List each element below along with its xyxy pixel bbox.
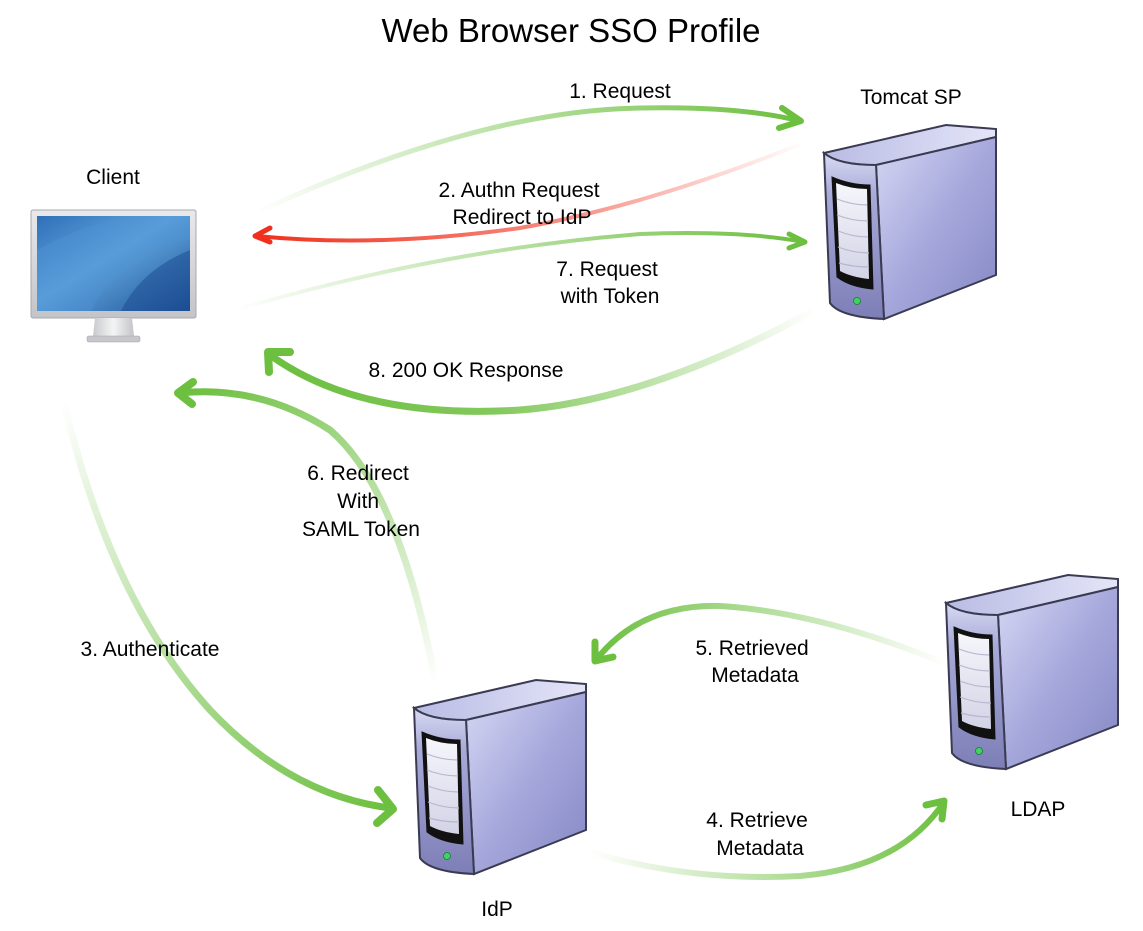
arrow-step-3	[60, 398, 397, 827]
step-label-line: 5. Retrieved	[695, 637, 808, 660]
arrow-step-4	[587, 797, 948, 880]
node-idp: IdP	[413, 679, 587, 921]
step-label-line: 4. Retrieve	[706, 809, 808, 832]
step-label-line: SAML Token	[302, 518, 420, 541]
diagram-title: Web Browser SSO Profile	[381, 12, 760, 49]
arrow-step-5	[591, 602, 947, 666]
step-label-1: 1. Request	[569, 80, 671, 103]
node-ldap: LDAP	[945, 574, 1119, 821]
arrow-step-1	[252, 105, 804, 216]
server-icon	[945, 574, 1119, 770]
arrowhead-1	[776, 105, 804, 131]
node-label-idp: IdP	[481, 898, 513, 921]
step-label-line: 6. Redirect	[307, 462, 409, 485]
server-icon	[823, 124, 997, 320]
step-label-line: 7. Request	[556, 258, 658, 281]
node-label-ldap: LDAP	[1011, 798, 1066, 821]
step-label-line: 8. 200 OK Response	[369, 359, 564, 382]
step-label-line: 2. Authn Request	[439, 179, 600, 202]
node-tomcat-sp: Tomcat SP	[823, 86, 997, 320]
step-label-line: 1. Request	[569, 80, 671, 103]
step-label-4: 4. Retrieve Metadata	[706, 809, 813, 860]
step-label-line: Metadata	[716, 837, 804, 860]
arrowhead-7	[786, 231, 808, 251]
arrowhead-4	[922, 797, 948, 823]
step-label-5: 5. Retrieved Metadata	[695, 637, 814, 687]
arrow-step-6	[174, 378, 440, 689]
step-label-3: 3. Authenticate	[81, 638, 220, 661]
monitor-icon	[30, 209, 197, 343]
node-label-client: Client	[86, 166, 140, 189]
arrow-step-2	[252, 140, 808, 245]
step-label-line: Redirect to IdP	[453, 206, 592, 229]
step-label-2: 2. Authn Request Redirect to IdP	[439, 179, 606, 229]
step-label-6: 6. Redirect With SAML Token	[302, 462, 420, 541]
step-label-7: 7. Request with Token	[556, 258, 663, 308]
server-icon	[413, 679, 587, 875]
node-client: Client	[30, 166, 197, 343]
arrow-step-7	[233, 231, 808, 312]
step-label-line: With	[337, 490, 379, 513]
arrow-step-8	[264, 306, 819, 415]
arrowhead-2	[252, 225, 273, 245]
node-label-sp: Tomcat SP	[860, 86, 962, 109]
step-label-line: 3. Authenticate	[81, 638, 220, 661]
step-label-8: 8. 200 OK Response	[369, 359, 564, 382]
step-label-line: with Token	[560, 285, 660, 308]
arrowhead-8	[264, 348, 294, 376]
step-label-line: Metadata	[711, 664, 799, 687]
arrowhead-3	[373, 786, 397, 827]
arrowhead-6	[174, 378, 197, 408]
arrowhead-5	[591, 638, 617, 665]
